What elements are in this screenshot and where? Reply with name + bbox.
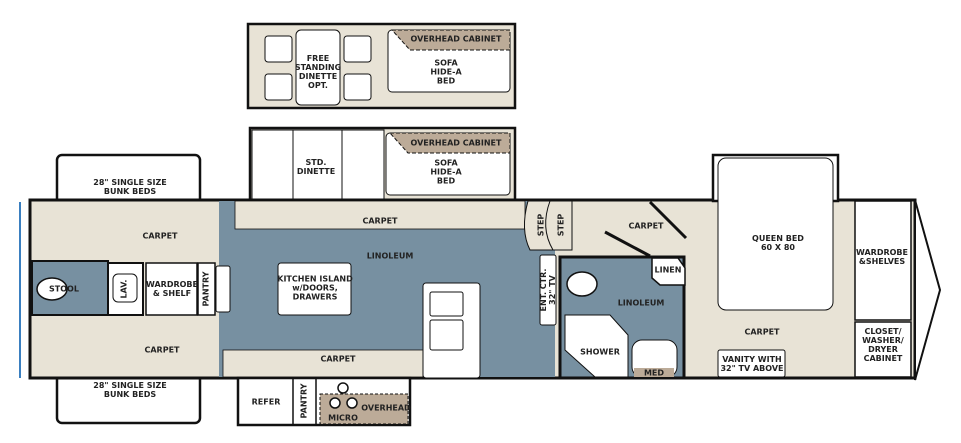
stool-label: STOOL (49, 284, 79, 294)
ent-ctr-label: ENT. CTR. 32" TV (539, 268, 557, 312)
option-slideout (246, 22, 517, 110)
carpet-label-bedroom: CARPET (744, 327, 780, 337)
carpet-label-bunk-top: CARPET (142, 231, 178, 241)
closet-washer-dryer-label: CLOSET/ WASHER/ DRYER CABINET (862, 327, 904, 363)
overhead-label: OVERHEAD (361, 403, 411, 413)
shower-label: SHOWER (580, 347, 620, 357)
step-label-2: STEP (556, 213, 566, 237)
pantry-label-bunk: PANTRY (201, 271, 211, 307)
sofa-bed-label-2: SOFA HIDE-A BED (430, 158, 462, 186)
overhead-cabinet-label-2: OVERHEAD CABINET (410, 138, 502, 148)
wardrobe-shelves-label: WARDROBE &SHELVES (856, 248, 908, 266)
overhead-cabinet-label: OVERHEAD CABINET (410, 34, 502, 44)
linen-label: LINEN (654, 265, 682, 275)
sofa-bed-label: SOFA HIDE-A BED (430, 58, 462, 86)
carpet-label-kitchen: CARPET (320, 354, 356, 364)
carpet-label-living: CARPET (362, 216, 398, 226)
carpet-label-bedroom-top: CARPET (628, 221, 664, 231)
vanity-tv-label: VANITY WITH 32" TV ABOVE (720, 355, 784, 373)
kitchen-island (277, 262, 352, 316)
wardrobe-shelf-label: WARDROBE & SHELF (146, 280, 198, 298)
med-label: MED (643, 368, 665, 378)
std-dinette-label: STD. DINETTE (296, 158, 336, 176)
bunk-bottom-label: 28" SINGLE SIZE BUNK BEDS (93, 381, 167, 399)
refer-label: REFER (251, 397, 281, 407)
carpet-label-bunk-bottom: CARPET (144, 345, 180, 355)
pantry-label-kitchen: PANTRY (299, 383, 309, 419)
linoleum-label-bath: LINOLEUM (617, 298, 665, 308)
bunk-top-label: 28" SINGLE SIZE BUNK BEDS (93, 178, 167, 196)
lav-label: LAV. (119, 279, 129, 299)
kitchen-island-label: KITCHEN ISLAND w/DOORS, DRAWERS (277, 274, 353, 302)
micro-label: MICRO (328, 413, 358, 423)
free-standing-dinette-label: FREE STANDING DINETTE OPT. (294, 54, 342, 90)
kitchen-linoleum (219, 201, 555, 377)
queen-bed-label: QUEEN BED 60 X 80 (752, 234, 804, 252)
linoleum-label-kitchen: LINOLEUM (366, 251, 414, 261)
step-label-1: STEP (536, 213, 546, 237)
